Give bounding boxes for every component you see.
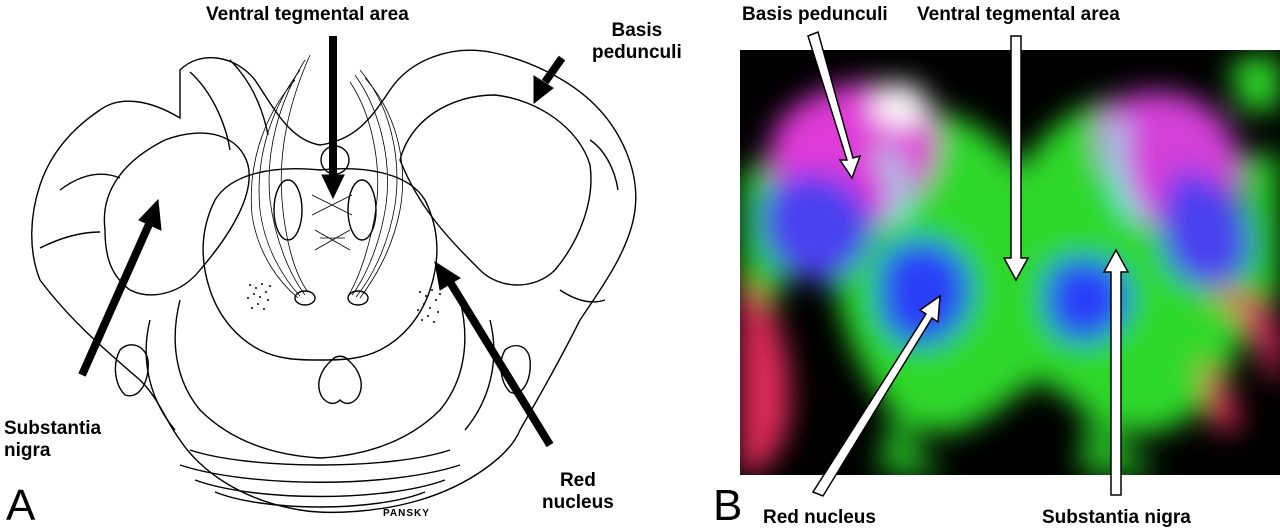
panel-b-arrows	[807, 30, 1130, 497]
label-substantia-nigra-a-line2: nigra	[4, 440, 51, 461]
label-ventral-tegmental-area-a: Ventral tegmental area	[206, 4, 409, 25]
panel-letter-a: A	[6, 481, 36, 530]
label-basis-pedunculi-a-line1: Basis	[611, 20, 663, 41]
arrow-basis-pedunculi-a	[541, 55, 566, 85]
label-red-nucleus-a-line1: Red	[559, 470, 596, 491]
arrow-substantia-nigra-a	[78, 220, 154, 377]
label-basis-pedunculi-a-line2: pedunculi	[592, 42, 682, 63]
label-red-nucleus-a: Red nucleus	[542, 470, 614, 514]
label-red-nucleus-b: Red nucleus	[763, 507, 876, 528]
right-basis-pedunculi	[399, 94, 592, 286]
midbrain-outline	[31, 49, 637, 513]
label-substantia-nigra-a-line1: Substantia	[4, 418, 102, 439]
panel-letter-b: B	[713, 481, 743, 530]
arrow-basis-pedunculi-b	[807, 30, 862, 180]
panel-a-arrows	[78, 36, 566, 448]
left-basis-pedunculi	[103, 132, 250, 296]
label-basis-pedunculi-a: Basis pedunculi	[592, 20, 682, 64]
tegmentum-outline	[202, 168, 438, 361]
arrow-red-nucleus-b	[811, 294, 941, 497]
panel-a-drawing	[31, 36, 637, 513]
left-red-nucleus-outline	[273, 179, 303, 241]
label-red-nucleus-a-line2: nucleus	[542, 492, 614, 513]
label-substantia-nigra-b: Substantia nigra	[1042, 507, 1191, 528]
aqueduct	[318, 355, 362, 405]
label-substantia-nigra-a: Substantia nigra	[4, 418, 101, 462]
arrow-ventral-tegmental-b	[1002, 35, 1030, 282]
artist-signature: PANSKY	[383, 508, 430, 519]
arrow-red-nucleus-a	[446, 279, 554, 448]
label-basis-pedunculi-b: Basis pedunculi	[742, 4, 888, 25]
label-ventral-tegmental-area-b: Ventral tegmental area	[917, 4, 1120, 25]
arrow-substantia-nigra-b	[1102, 248, 1130, 496]
